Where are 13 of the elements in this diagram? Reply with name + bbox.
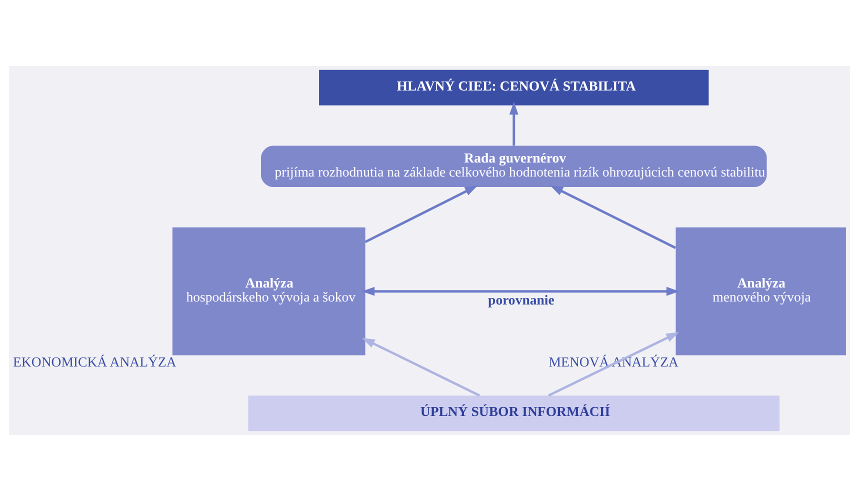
node-box: ÚPLNÝ SÚBOR INFORMÁCIÍ (248, 396, 780, 432)
arrow (362, 338, 480, 397)
node-box: HLAVNÝ CIEĽ: CENOVÁ STABILITA (319, 70, 709, 106)
node-box: Rada guvernérov prijíma rozhodnutia na základe celkového hodnotenia rizík ohrozujúcich cenovú stabilitu (261, 146, 767, 188)
node-label: EKONOMICKÁ ANALÝZA (13, 354, 176, 370)
node-box: Analýza hospodárskeho vývoja a šokov (172, 227, 366, 356)
arrow (364, 186, 478, 244)
edge-label: porovnanie (488, 292, 554, 308)
arrow (548, 332, 680, 397)
arrow (550, 185, 676, 249)
node-box: Analýza menového vývoja (676, 227, 846, 356)
arrow (362, 286, 680, 296)
arrow (509, 102, 518, 146)
